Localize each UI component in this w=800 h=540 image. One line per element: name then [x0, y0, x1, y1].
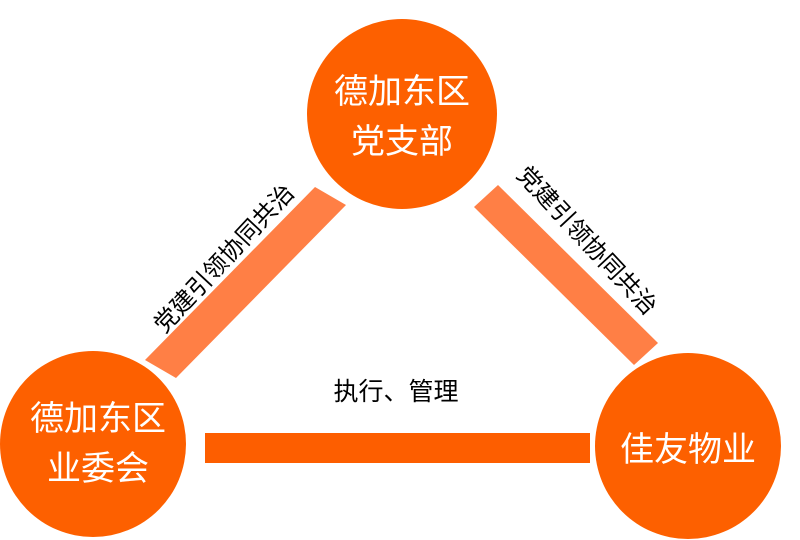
node-property-company: 佳友物业 [595, 353, 781, 539]
right-diagonal-connector [474, 185, 658, 365]
node-property-company-label: 佳友物业 [620, 430, 756, 470]
left-diagonal-connector [145, 187, 346, 378]
node-owners-committee-line2: 业委会 [47, 449, 149, 489]
svg-text:德加东区: 德加东区 [334, 72, 470, 112]
svg-text:佳友物业: 佳友物业 [620, 430, 756, 470]
bottom-label: 执行、管理 [333, 377, 458, 406]
bottom-connector [205, 433, 590, 463]
node-party-branch: 德加东区 党支部 [307, 19, 497, 209]
svg-text:党支部: 党支部 [351, 122, 453, 162]
svg-text:德加东区: 德加东区 [30, 399, 166, 439]
node-party-branch-line2: 党支部 [351, 122, 453, 162]
node-owners-committee-line1: 德加东区 [30, 399, 166, 439]
svg-text:业委会: 业委会 [47, 449, 149, 489]
node-party-branch-line1: 德加东区 [334, 72, 470, 112]
node-owners-committee: 德加东区 业委会 [0, 351, 186, 537]
